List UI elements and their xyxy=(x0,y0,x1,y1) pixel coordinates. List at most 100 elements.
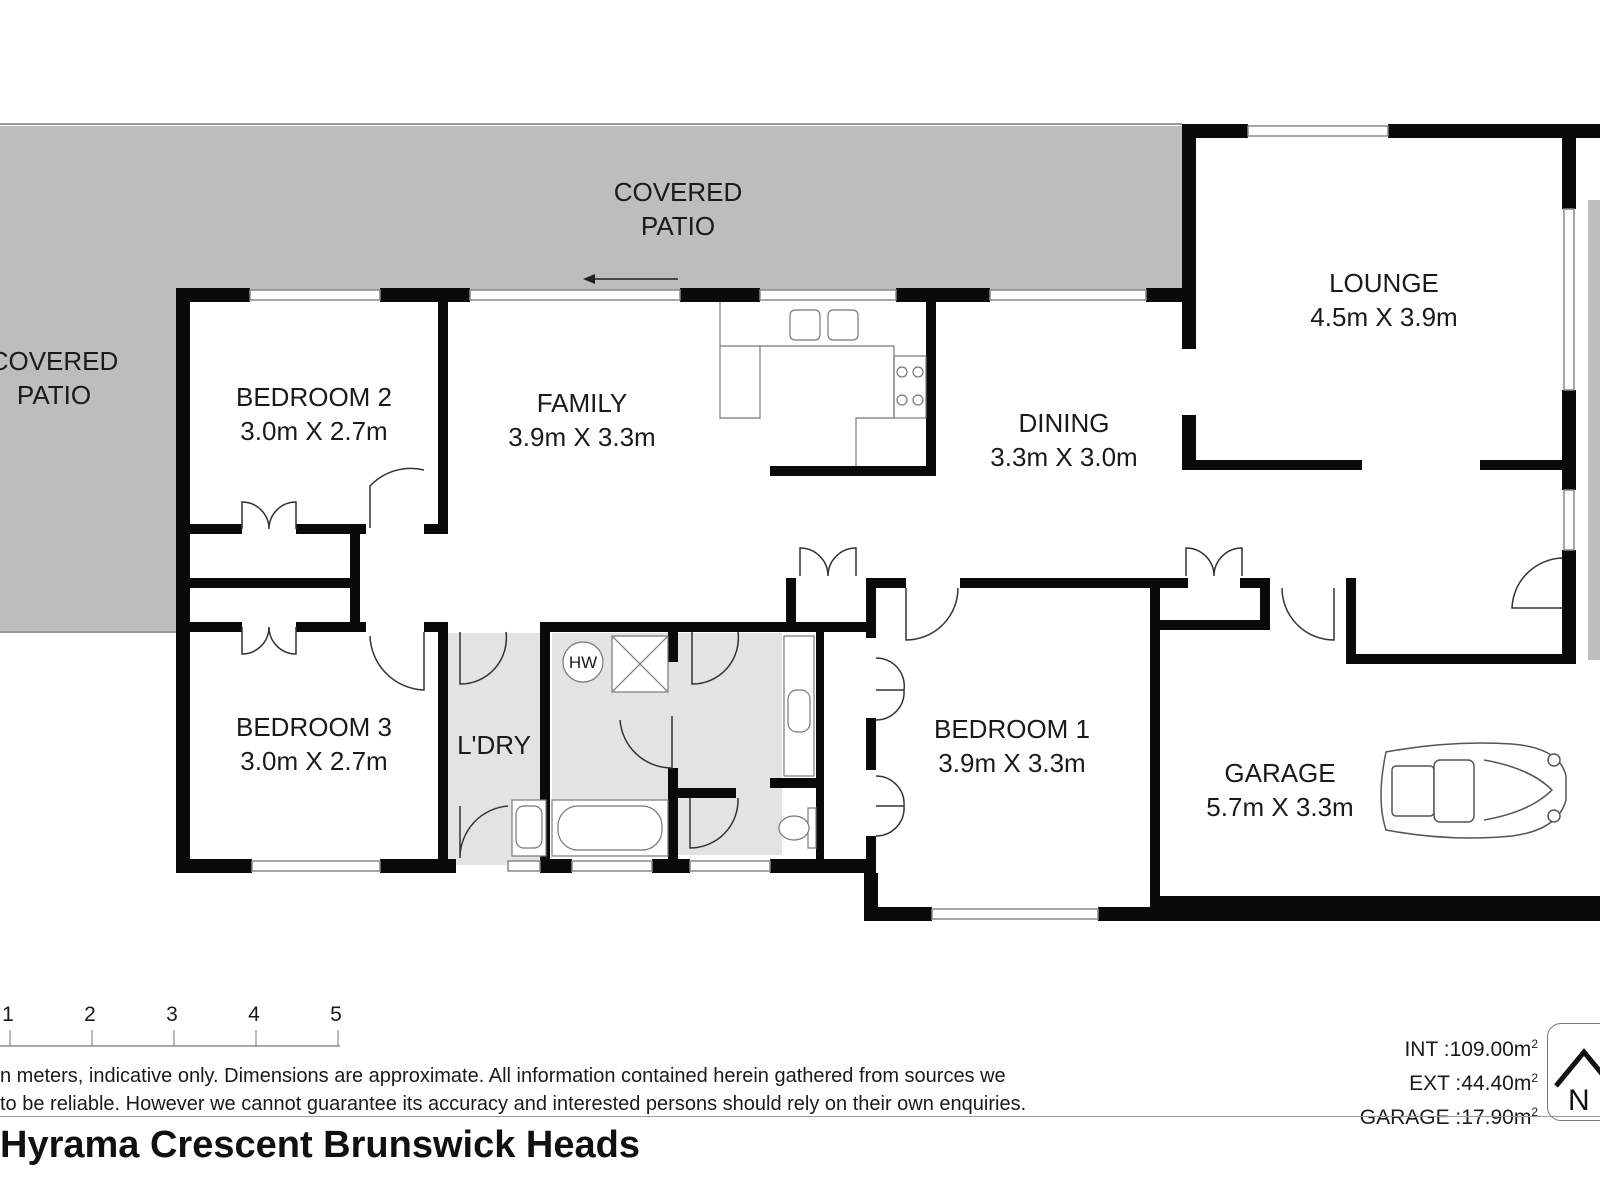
covered-patio-top-label-2: PATIO xyxy=(641,211,715,241)
wall xyxy=(1182,460,1362,470)
doors xyxy=(241,467,1563,859)
covered-patio-left-label-1: COVERED xyxy=(0,346,118,376)
dining-name: DINING xyxy=(1019,408,1110,438)
wall xyxy=(438,622,448,872)
bedroom3-size: 3.0m X 2.7m xyxy=(240,746,387,776)
wall xyxy=(1346,654,1576,664)
north-arrow-icon: N xyxy=(1547,1023,1600,1121)
laundry-tub-basin xyxy=(515,805,543,849)
wall xyxy=(766,622,870,632)
window xyxy=(931,908,1099,920)
bedroom1-name: BEDROOM 1 xyxy=(934,714,1090,744)
wall xyxy=(424,524,446,534)
wall xyxy=(540,622,780,632)
area-ext: EXT :44.40m2 xyxy=(1360,1064,1538,1098)
wall xyxy=(1182,124,1196,349)
wall xyxy=(866,836,876,876)
wall xyxy=(296,622,366,632)
wall xyxy=(1346,578,1356,664)
window xyxy=(1563,489,1575,551)
bathtub-basin xyxy=(557,805,663,851)
area-garage-value: 17.90m xyxy=(1461,1106,1532,1129)
toilet-bowl xyxy=(778,815,810,841)
wall xyxy=(926,302,936,472)
wall xyxy=(1562,124,1576,209)
window xyxy=(759,289,897,301)
burner-icon xyxy=(896,394,908,406)
window xyxy=(1563,208,1575,391)
scale-tick-label: 1 xyxy=(2,1003,14,1026)
wall xyxy=(1260,578,1270,630)
disclaimer-line-1: n meters, indicative only. Dimensions ar… xyxy=(0,1065,1006,1087)
wall xyxy=(786,578,796,632)
door-swing xyxy=(799,547,857,577)
scale-bar: 1 2 3 4 5 xyxy=(0,1003,342,1047)
hot-water-label: HW xyxy=(569,653,597,672)
area-ext-label: EXT : xyxy=(1409,1072,1462,1095)
window xyxy=(689,860,771,872)
car-windscreen xyxy=(1391,765,1435,817)
property-address: Hyrama Crescent Brunswick Heads xyxy=(0,1124,640,1166)
wall xyxy=(176,859,252,873)
scale-tick-label: 2 xyxy=(84,1003,96,1026)
vanity-basin xyxy=(787,689,811,733)
area-int-value: 109.00m xyxy=(1449,1038,1532,1061)
scale-tick-label: 4 xyxy=(248,1003,260,1026)
area-unit-power: 2 xyxy=(1531,1105,1538,1119)
sliding-door-arrow-icon xyxy=(583,274,595,284)
ensuite-floor xyxy=(678,633,782,855)
area-garage: GARAGE :17.90m2 xyxy=(1360,1098,1538,1132)
wall xyxy=(770,466,936,476)
north-arrow-chevron xyxy=(1554,1048,1600,1088)
burner-icon xyxy=(912,366,924,378)
covered-patio-top-area xyxy=(0,126,1182,298)
bathroom-fixtures xyxy=(511,635,817,857)
wall xyxy=(424,622,448,632)
window xyxy=(507,860,541,872)
car-bonnet xyxy=(1483,759,1554,821)
north-arrow-graphic: N xyxy=(1554,1048,1600,1117)
lounge-name: LOUNGE xyxy=(1329,268,1439,298)
area-int-label: INT : xyxy=(1404,1038,1450,1061)
wall xyxy=(1240,578,1270,588)
area-int: INT :109.00m2 xyxy=(1360,1030,1538,1064)
kitchen-bench xyxy=(719,302,927,466)
door-swing xyxy=(689,797,739,849)
door-swing xyxy=(459,631,508,685)
wall xyxy=(1562,390,1576,490)
car-roof xyxy=(1433,759,1475,823)
disclaimer: n meters, indicative only. Dimensions ar… xyxy=(0,1062,1200,1118)
area-unit-power: 2 xyxy=(1531,1037,1538,1051)
footer-rule xyxy=(0,1116,1600,1117)
car-icon xyxy=(1380,742,1567,839)
family-name: FAMILY xyxy=(537,388,628,418)
bedroom3-name: BEDROOM 3 xyxy=(236,712,392,742)
wall xyxy=(190,524,242,534)
wall xyxy=(866,718,876,770)
window xyxy=(249,289,381,301)
window xyxy=(251,860,381,872)
wall xyxy=(176,288,190,873)
door-swing xyxy=(1281,587,1335,641)
car-headlight xyxy=(1547,809,1561,823)
wall xyxy=(380,288,470,302)
burner-icon xyxy=(912,394,924,406)
wall xyxy=(1150,896,1600,910)
wall xyxy=(770,859,870,873)
window xyxy=(1247,125,1389,137)
walls xyxy=(176,124,1600,921)
wall xyxy=(960,578,1160,588)
area-ext-value: 44.40m xyxy=(1461,1072,1532,1095)
door-swing xyxy=(241,626,297,655)
bedroom2-size: 3.0m X 2.7m xyxy=(240,416,387,446)
cooktop xyxy=(893,355,927,419)
door-swing xyxy=(241,501,297,530)
scale-tick-label: 5 xyxy=(330,1003,342,1026)
area-unit-power: 2 xyxy=(1531,1071,1538,1085)
hot-water-unit xyxy=(562,641,604,683)
scale-tick-label: 3 xyxy=(166,1003,178,1026)
north-letter: N xyxy=(1568,1084,1590,1117)
wall xyxy=(1160,620,1260,630)
window xyxy=(571,860,653,872)
wall xyxy=(866,578,876,638)
